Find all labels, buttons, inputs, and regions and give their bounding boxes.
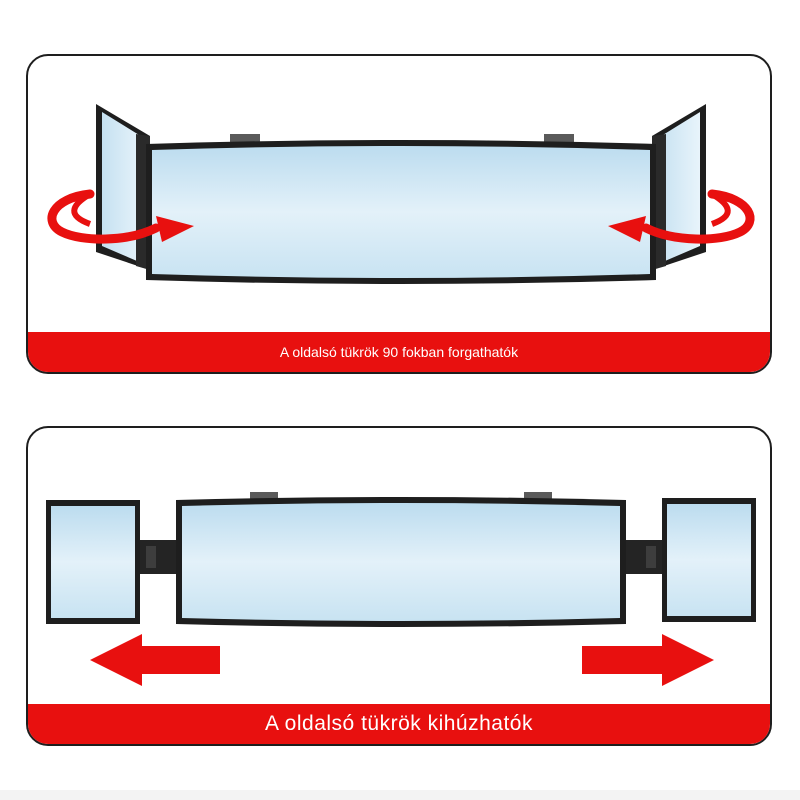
rotating-mirror-illustration xyxy=(47,104,755,284)
bottom-strip xyxy=(0,790,800,800)
mount-clip xyxy=(544,134,574,144)
right-slide-hinge xyxy=(626,540,662,574)
left-slide-hinge xyxy=(140,540,176,574)
mount-clip xyxy=(250,492,278,502)
main-mirror xyxy=(146,140,656,284)
extension-caption: A oldalsó tükrök kihúzhatók xyxy=(28,704,770,744)
right-side-mirror xyxy=(652,104,706,270)
arrow-left-icon xyxy=(90,634,220,686)
right-side-mirror xyxy=(662,498,756,622)
main-mirror xyxy=(176,497,626,627)
extendable-mirrors-panel: A oldalsó tükrök kihúzhatók xyxy=(26,426,772,746)
rotation-caption: A oldalsó tükrök 90 fokban forgathatók xyxy=(28,332,770,372)
rotate-right-icon xyxy=(608,189,755,244)
rotating-mirrors-panel: A oldalsó tükrök 90 fokban forgathatók xyxy=(26,54,772,374)
mount-clip xyxy=(524,492,552,502)
extendable-mirror-illustration xyxy=(46,492,756,686)
mount-clip xyxy=(230,134,260,144)
rotate-left-icon xyxy=(47,189,194,244)
left-side-mirror xyxy=(46,500,140,624)
left-side-mirror xyxy=(96,104,150,270)
arrow-right-icon xyxy=(582,634,714,686)
